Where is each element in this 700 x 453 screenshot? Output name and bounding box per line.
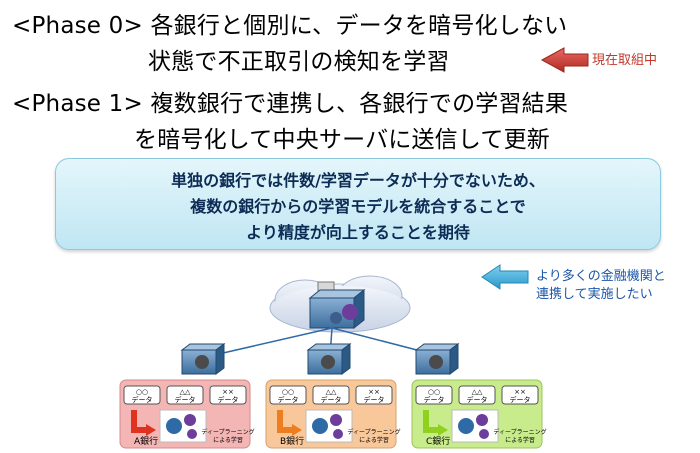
highlight-line3: より精度が向上することを期待 (246, 223, 470, 242)
highlight-box: 単独の銀行では件数/学習データが十分でないため、 複数の銀行からの学習モデルを統… (55, 158, 661, 250)
phase1-line2: を暗号化して中央サーバに送信して更新 (134, 127, 550, 153)
bank-c-panel: ○○ データ △△ データ ×× データ C銀行 ディープラーニング による学習 (411, 379, 547, 449)
bank-b-data3-label: データ (364, 395, 385, 404)
bank-network-diagram: ○○ データ △△ データ ×× データ A銀行 ディープラーニング による学習… (119, 275, 547, 449)
highlight-line2: 複数の銀行からの学習モデルを統合することで (190, 197, 526, 216)
bank-c-dl-line1: ディープラーニング (493, 428, 546, 436)
bank-a-data3-symbol: ×× (222, 388, 234, 396)
bank-b-data1-symbol: ○○ (282, 388, 294, 396)
bank-c-name: C銀行 (426, 435, 450, 447)
bank-c-data1-label: データ (424, 395, 445, 404)
bank-a-dl-line1: ディープラーニング (201, 428, 254, 436)
bank-a-data2-label: データ (175, 395, 196, 404)
status-callout-label: 現在取組中 (592, 53, 658, 68)
bank-c-data2-symbol: △△ (472, 388, 483, 396)
bank-c-dl-line2: による学習 (505, 436, 535, 444)
side-note-line1: より多くの金融機関と (536, 269, 666, 284)
bank-a-data3-label: データ (218, 395, 239, 404)
phase0-line2: 状態で不正取引の検知を学習 (148, 49, 450, 75)
bank-a-data1-symbol: ○○ (136, 388, 148, 396)
bank-b-dl-line1: ディープラーニング (347, 428, 400, 436)
left-arrow-icon (481, 264, 529, 290)
bank-a-data1-label: データ (132, 395, 153, 404)
phase1-line1: <Phase 1> 複数銀行で連携し、各銀行での学習結果 (12, 91, 569, 117)
bank-c-data1-symbol: ○○ (428, 388, 440, 396)
bank-a-server-icon (180, 343, 226, 375)
bank-b-name: B銀行 (280, 435, 304, 447)
highlight-line1: 単独の銀行では件数/学習データが十分でないため、 (171, 171, 545, 190)
bank-c-data3-label: データ (510, 395, 531, 404)
bank-c-data3-symbol: ×× (514, 388, 526, 396)
side-note: より多くの金融機関と 連携して実施したい (536, 268, 666, 304)
bank-b-data3-symbol: ×× (368, 388, 380, 396)
bank-a-panel: ○○ データ △△ データ ×× データ A銀行 ディープラーニング による学習 (119, 379, 255, 449)
central-server-icon (308, 281, 366, 330)
status-callout-arrow-icon (540, 47, 589, 73)
bank-b-dl-line2: による学習 (359, 436, 389, 444)
bank-b-server-icon (306, 343, 352, 375)
phase0-line1: <Phase 0> 各銀行と個別に、データを暗号化しない (12, 13, 568, 39)
bank-c-server-icon (414, 343, 460, 375)
bank-c-data2-label: データ (467, 395, 488, 404)
side-note-line2: 連携して実施したい (536, 287, 653, 302)
bank-a-data2-symbol: △△ (180, 388, 191, 396)
bank-a-dl-line2: による学習 (213, 436, 243, 444)
bank-b-data1-label: データ (278, 395, 299, 404)
bank-b-panel: ○○ データ △△ データ ×× データ B銀行 ディープラーニング による学習 (265, 379, 401, 449)
bank-b-data2-symbol: △△ (326, 388, 337, 396)
bank-b-data2-label: データ (321, 395, 342, 404)
bank-a-name: A銀行 (134, 435, 158, 447)
